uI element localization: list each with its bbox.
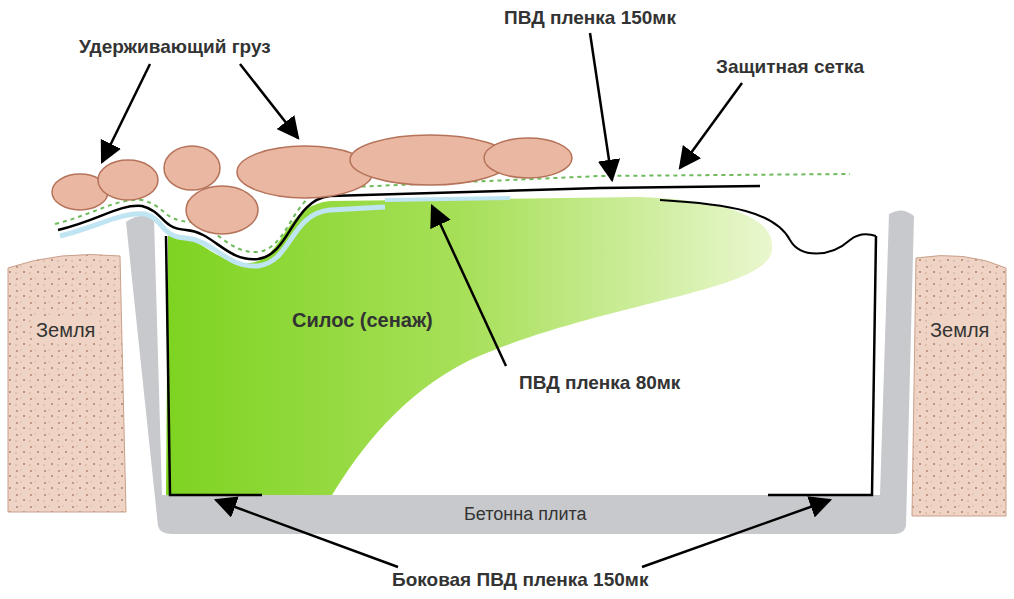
part-label-box: Защитная сетка: [716, 56, 864, 79]
film-80-under: [385, 198, 510, 200]
side-film-left: [166, 236, 262, 495]
node-text: Земля: [927, 317, 992, 343]
concrete-slab-block: Бетонна плита: [461, 501, 590, 529]
earth-left: [8, 255, 126, 513]
part-label: Защитная сетка: [716, 56, 864, 79]
earth-right: [912, 256, 1006, 516]
node-text: Силос (сенаж): [292, 308, 433, 332]
part-label-box: Удерживающий груз: [79, 36, 271, 59]
leader-arrows: [102, 33, 830, 567]
earth-block: Земля: [924, 314, 995, 346]
part-label: ПВД пленка 80мк: [519, 372, 680, 395]
part-label: ПВД пленка 150мк: [504, 7, 676, 30]
trench-outline-right: [660, 200, 876, 254]
holding-weight: [52, 135, 572, 234]
node-text: Земля: [33, 317, 98, 343]
part-label: Боковая ПВД пленка 150мк: [392, 569, 648, 592]
silage-mass: [166, 197, 772, 495]
side-film-right: [768, 236, 876, 495]
silage-region: Силос (сенаж): [289, 305, 436, 335]
part-label-box: ПВД пленка 150мк: [504, 7, 676, 30]
part-label-box: ПВД пленка 80мк: [519, 372, 680, 395]
film-150: [58, 186, 760, 259]
part-label: Удерживающий груз: [79, 36, 271, 59]
earth-block: Земля: [30, 314, 101, 346]
node-text: Бетонна плита: [464, 504, 587, 526]
part-label-box: Боковая ПВД пленка 150мк: [392, 569, 648, 592]
